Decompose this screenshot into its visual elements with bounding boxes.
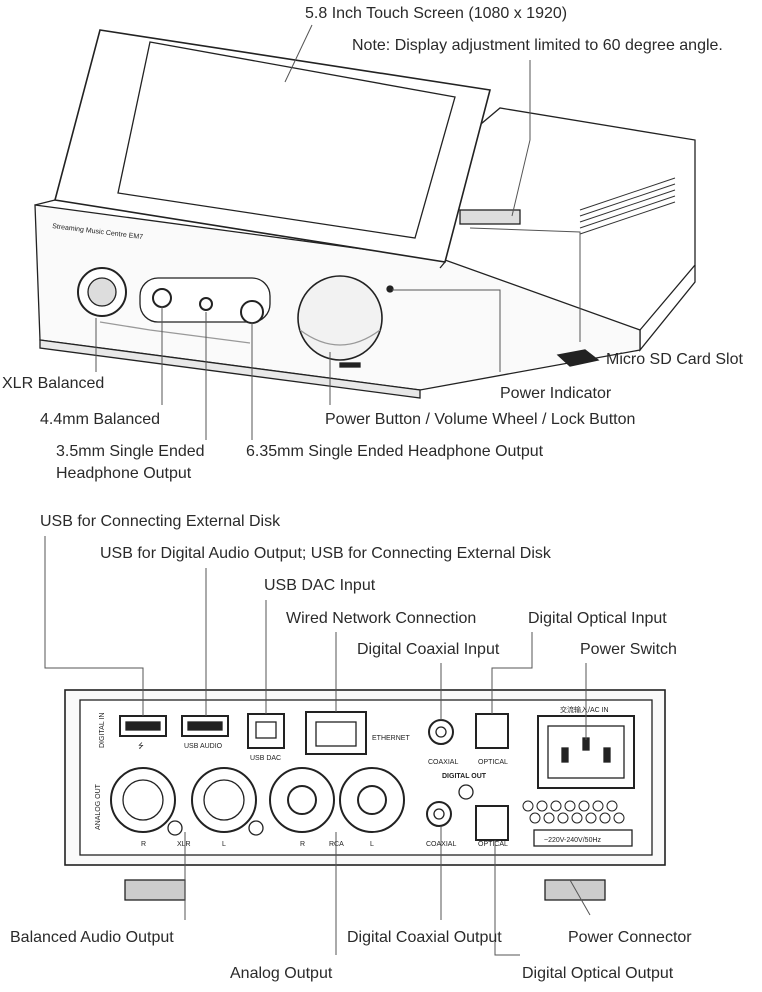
voltage-plate bbox=[533, 829, 633, 847]
label-power-indicator: Power Indicator bbox=[500, 385, 612, 402]
panel-rca-r: R bbox=[300, 841, 305, 848]
label-usb-audio-ext: USB for Digital Audio Output; USB for Co… bbox=[100, 545, 552, 562]
optical-in-port bbox=[475, 713, 509, 749]
label-xlr-balanced: XLR Balanced bbox=[2, 375, 104, 392]
foot-right bbox=[544, 879, 606, 901]
label-coax-out: Digital Coaxial Output bbox=[347, 929, 502, 946]
rear-vents bbox=[522, 800, 625, 824]
volume-knob bbox=[297, 275, 383, 361]
usb-dac-port bbox=[247, 713, 285, 749]
label-power-conn: Power Connector bbox=[568, 929, 692, 946]
microsd-card bbox=[556, 349, 600, 367]
panel-rca: RCA bbox=[329, 841, 344, 848]
front-leaders bbox=[95, 24, 581, 440]
label-coax-in: Digital Coaxial Input bbox=[357, 641, 500, 658]
top-vents bbox=[579, 177, 676, 235]
label-usb-ext: USB for Connecting External Disk bbox=[40, 513, 281, 530]
panel-digital-in: DIGITAL IN bbox=[99, 713, 106, 748]
rear-leaders bbox=[44, 536, 591, 956]
label-power-switch: Power Switch bbox=[580, 641, 677, 658]
panel-usb-dac: USB DAC bbox=[250, 755, 281, 762]
panel-voltage: ~220V-240V/50Hz bbox=[544, 837, 602, 844]
label-wired-net: Wired Network Connection bbox=[286, 610, 476, 627]
label-microsd: Micro SD Card Slot bbox=[606, 351, 743, 368]
power-indicator-led bbox=[386, 285, 394, 293]
panel-ethernet: ETHERNET bbox=[372, 735, 410, 742]
chassis-side bbox=[639, 265, 696, 352]
label-6-35mm: 6.35mm Single Ended Headphone Output bbox=[246, 443, 544, 460]
label-3-5mm-line1: 3.5mm Single Ended bbox=[56, 443, 205, 460]
panel-xlr: XLR bbox=[177, 841, 191, 848]
panel-xlr-r: R bbox=[141, 841, 146, 848]
panel-ac-in: 交流输入/AC IN bbox=[560, 705, 609, 714]
chassis-top bbox=[449, 107, 696, 331]
label-usb-dac: USB DAC Input bbox=[264, 577, 376, 594]
front-view bbox=[34, 29, 696, 399]
rear-view bbox=[64, 689, 666, 901]
jack-4-4mm bbox=[152, 288, 172, 308]
microsd-slot-block bbox=[459, 209, 521, 225]
label-balanced-out: Balanced Audio Output bbox=[10, 929, 174, 946]
panel-xlr-l: L bbox=[222, 841, 226, 848]
foot-left bbox=[124, 879, 186, 901]
jack-3-5mm bbox=[199, 297, 213, 311]
label-4-4mm: 4.4mm Balanced bbox=[40, 411, 160, 428]
touch-screen bbox=[117, 41, 456, 239]
label-opt-out: Digital Optical Output bbox=[522, 965, 674, 982]
label-3-5mm-line2: Headphone Output bbox=[56, 465, 192, 482]
label-opt-in: Digital Optical Input bbox=[528, 610, 667, 627]
panel-digital-out: DIGITAL OUT bbox=[442, 773, 487, 780]
jack-6-35mm bbox=[240, 300, 264, 324]
panel-coaxial-in: COAXIAL bbox=[428, 759, 458, 766]
label-power-wheel: Power Button / Volume Wheel / Lock Butto… bbox=[325, 411, 635, 428]
label-touch-screen: 5.8 Inch Touch Screen (1080 x 1920) bbox=[305, 5, 567, 22]
panel-analog-out: ANALOG OUT bbox=[95, 783, 102, 830]
panel-usb-audio: USB AUDIO bbox=[184, 743, 223, 750]
label-analog-out: Analog Output bbox=[230, 965, 333, 982]
label-display-note: Note: Display adjustment limited to 60 d… bbox=[352, 37, 723, 54]
panel-optical-out: OPTICAL bbox=[478, 841, 508, 848]
panel-usb-symbol: ⭍ bbox=[138, 742, 144, 750]
panel-optical-in: OPTICAL bbox=[478, 759, 508, 766]
panel-rca-l: L bbox=[370, 841, 374, 848]
optical-out-port bbox=[475, 805, 509, 841]
